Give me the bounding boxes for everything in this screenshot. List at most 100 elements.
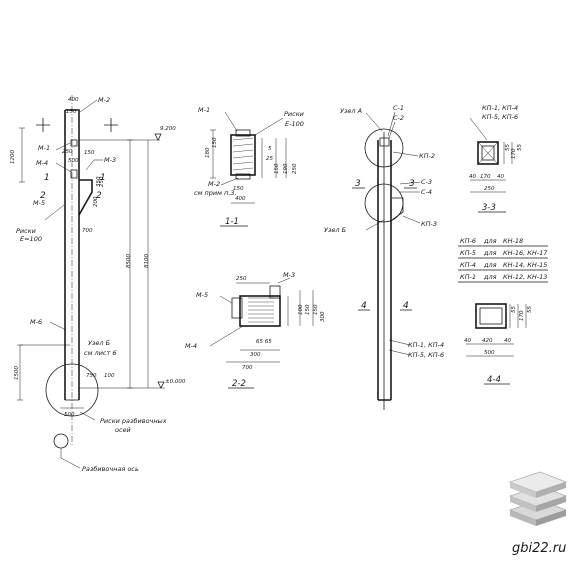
node-b-callout-circle bbox=[45, 363, 99, 417]
leader-m4 bbox=[55, 162, 72, 173]
s22-dim-300b: 300 bbox=[250, 352, 261, 358]
s44-inner bbox=[479, 307, 503, 325]
cut-4-label: 4 bbox=[361, 301, 367, 311]
dim-200: 200 bbox=[93, 196, 99, 207]
dim-750: 750 bbox=[86, 373, 97, 379]
leader-kp-list bbox=[388, 339, 411, 356]
s33-dim-40: 40 bbox=[469, 174, 476, 180]
s11-hatching bbox=[232, 137, 254, 171]
label-m6: М-6 bbox=[30, 318, 42, 326]
s11-dim-25: 25 bbox=[266, 156, 273, 162]
node-plate-top bbox=[379, 137, 390, 147]
s11-dim-left bbox=[210, 129, 216, 179]
axis-mark-left bbox=[36, 118, 50, 132]
s33-dim-40b: 40 bbox=[497, 174, 504, 180]
table-row-1-for: для bbox=[483, 237, 497, 245]
nodes-column-view bbox=[352, 111, 421, 410]
label-elev-9200: 9.200 bbox=[160, 126, 176, 132]
section-1-1 bbox=[210, 111, 287, 227]
dim-8100: 8100 bbox=[144, 254, 150, 268]
leader-kp3 bbox=[402, 215, 421, 224]
table-row: КП-5 для КН-16, КН-17 bbox=[460, 249, 548, 257]
label-riski-razbivochnykh: Риски разбивочных bbox=[100, 417, 167, 425]
elev-000-mark bbox=[157, 381, 165, 389]
dim-250: 250 bbox=[62, 149, 73, 155]
section-4-4-labels: 55 170 55 40 420 40 500 4-4 bbox=[464, 306, 533, 385]
s11-plate-m2 bbox=[235, 173, 251, 180]
label-kp3: КП-3 bbox=[421, 220, 437, 228]
section-4-4 bbox=[466, 303, 527, 385]
table-row-2-mark: КП-5 bbox=[460, 249, 476, 257]
s22-dim-right bbox=[287, 290, 314, 326]
s11-label-sm-prim: см прим п.3. bbox=[194, 189, 237, 197]
s33-label-kp1-kp4: КП-1, КП-4 bbox=[482, 104, 518, 112]
s44-dim-55: 55 bbox=[511, 306, 517, 313]
label-kp1-kp4: КП-1, КП-4 bbox=[408, 341, 444, 349]
s22-label-m5: М-5 bbox=[196, 291, 208, 299]
leader-kp2 bbox=[392, 151, 419, 157]
table-row-4-for: для bbox=[483, 273, 497, 281]
s11-dim-250: 250 bbox=[292, 163, 298, 174]
s22-leader-m3 bbox=[277, 277, 291, 284]
stacked-slabs-logo bbox=[509, 471, 567, 526]
s22-dim-6565: 65 65 bbox=[256, 339, 272, 345]
leader-riski bbox=[44, 204, 65, 221]
dim-250b: 250 bbox=[99, 176, 105, 187]
s11-leader-m1 bbox=[224, 111, 238, 132]
section-2-2 bbox=[209, 277, 314, 389]
dim-8500: 8500 bbox=[126, 254, 132, 268]
section-1-1-labels: М-1 Риски Е-100 М-2 см прим п.3. 180 150… bbox=[194, 106, 304, 227]
s44-plate bbox=[475, 303, 507, 329]
label-s1: С-1 bbox=[393, 104, 404, 112]
table-row-3-mark: КП-4 bbox=[460, 261, 476, 269]
s44-dim-55b: 55 bbox=[527, 306, 533, 313]
label-uzel-b-mid: Узел Б bbox=[324, 226, 347, 234]
table-row: КП-6 для КН-18 bbox=[460, 237, 523, 245]
section-3-3-labels: КП-1, КП-4 КП-5, КП-6 55 170 55 40 170 4… bbox=[469, 104, 523, 213]
s11-dim-150b: 150 bbox=[274, 163, 280, 174]
label-m1: М-1 bbox=[38, 144, 50, 152]
cut-mark-1b: 1 bbox=[100, 173, 106, 183]
s33-dim-bottom bbox=[470, 179, 506, 193]
leader-m2 bbox=[79, 99, 98, 113]
dim-400: 400 bbox=[68, 97, 79, 103]
s22-label-m3: М-3 bbox=[283, 271, 295, 279]
table-row-2-for: для bbox=[483, 249, 497, 257]
label-m3: М-3 bbox=[104, 156, 116, 164]
dim-1200: 1200 bbox=[10, 150, 16, 164]
s22-hatching bbox=[248, 297, 274, 323]
label-m5: М-5 bbox=[33, 199, 45, 207]
s33-plate bbox=[477, 141, 499, 165]
label-e100: Е=100 bbox=[20, 235, 42, 243]
dim-350: 350 bbox=[96, 176, 102, 187]
s22-dim-bottom bbox=[226, 349, 280, 363]
node-column-body bbox=[377, 140, 392, 401]
column-corbel bbox=[78, 179, 93, 216]
s44-dim-170: 170 bbox=[519, 310, 525, 321]
s44-caption: 4-4 bbox=[487, 375, 501, 385]
s33-dim-right bbox=[503, 142, 513, 164]
s11-dim-180: 180 bbox=[205, 147, 211, 158]
s22-dim-150: 150 bbox=[305, 304, 311, 315]
dim-150b: 150 bbox=[84, 150, 95, 156]
section-2-2-labels: М-5 М-3 М-4 250 100 150 150 300 65 65 30… bbox=[185, 271, 326, 389]
dim-500: 500 bbox=[68, 158, 79, 164]
leader-uzel-a bbox=[365, 112, 383, 132]
dim-100: 100 bbox=[104, 373, 115, 379]
leader-m1 bbox=[55, 142, 71, 151]
s22-caption: 2-2 bbox=[232, 379, 246, 389]
s44-dim-40: 40 bbox=[464, 338, 471, 344]
column-elevation bbox=[17, 95, 165, 469]
s22-dim-150b: 150 bbox=[313, 304, 319, 315]
cut-3-label: 3 bbox=[355, 179, 361, 189]
s11-column-body bbox=[230, 134, 256, 176]
s22-label-m4: М-4 bbox=[185, 342, 197, 350]
cut-mark-1: 1 bbox=[44, 173, 50, 183]
node-corbel bbox=[391, 197, 404, 221]
s22-dim-250: 250 bbox=[236, 276, 247, 282]
s33-diagonals bbox=[477, 141, 499, 165]
table-row-3-items: КН-14, КН-15 bbox=[503, 261, 547, 269]
leader-riski-osey bbox=[79, 411, 96, 421]
label-s2: С-2 bbox=[393, 114, 404, 122]
